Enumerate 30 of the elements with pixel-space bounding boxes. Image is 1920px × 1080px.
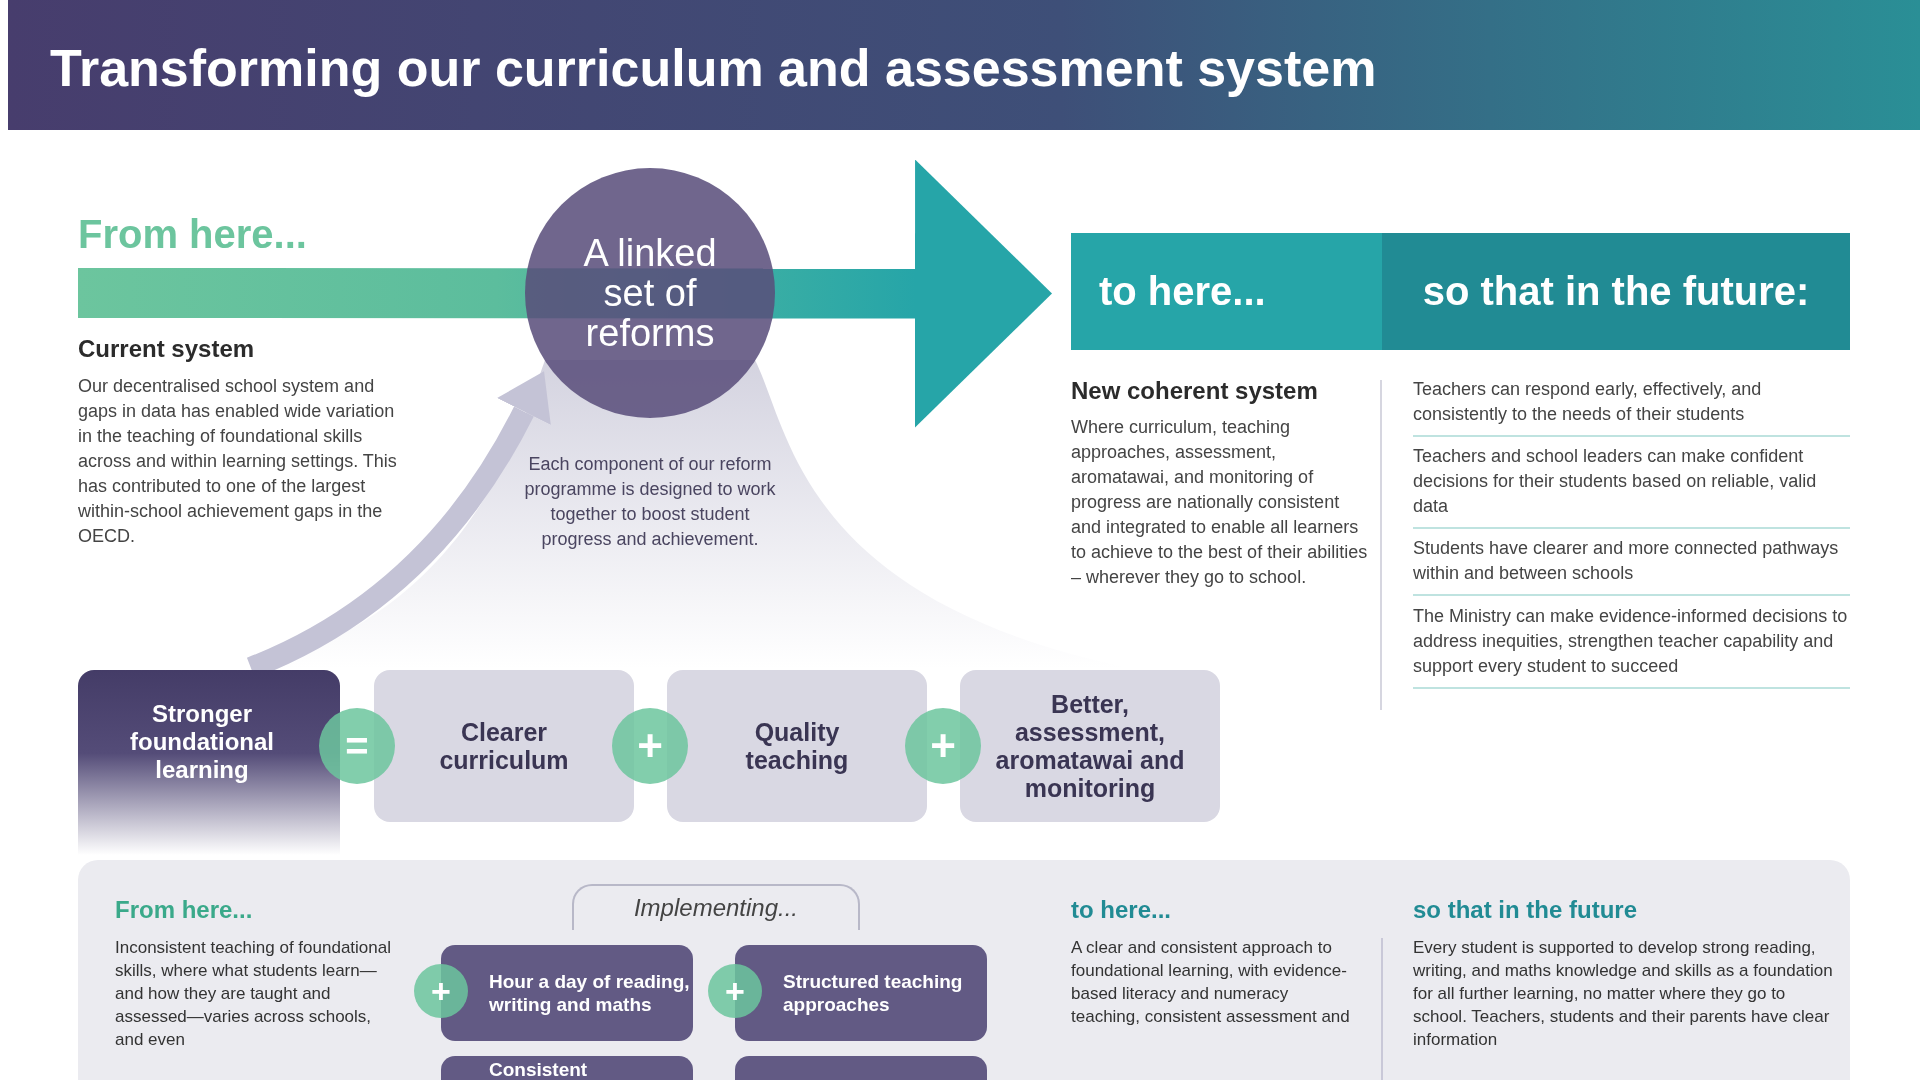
paragraph: Inconsistent teaching of foundational skills, where what students learn—and how they are taught and assessed—varies across schools, and even (115, 937, 392, 1051)
highlight-box: Stronger foundational learning (78, 670, 340, 855)
heading: Current system (78, 335, 255, 363)
tab-label: Implementing... (572, 884, 860, 930)
list-item: Teachers and school leaders can make confident decisions for their students based on reliable, valid data (1413, 440, 1850, 529)
list-item: The Ministry can make evidence-informed decisions to address inequities, strengthen teacher capability and support every student to succeed (1413, 600, 1850, 689)
heading: From here... (78, 212, 307, 257)
title: Transforming our curriculum and assessment system (50, 38, 1377, 98)
panel-background (78, 860, 1850, 1080)
header-box: to here... (1071, 233, 1382, 350)
heading: to here... (1071, 896, 1172, 924)
paragraph: Where curriculum, teaching approaches, assessment, aromatawai, and monitoring of progress are nationally consistent and integrated to enable all learners to achieve to the best of their abilities – wherever they go to school. (1071, 416, 1369, 589)
process-box: Quality teaching (667, 670, 927, 822)
process-box: Clearer curriculum (374, 670, 634, 822)
list-item: Teachers can respond early, effectively, and consistently to the needs of their students (1413, 373, 1850, 437)
paragraph: Every student is supported to develop strong reading, writing, and maths knowledge and skills as a foundation for all further learning, no matter where they go to school. Teachers, students and their parents have clear information (1413, 937, 1833, 1051)
plus-sign-circle: + (414, 964, 468, 1018)
circle: A linked set of reforms (525, 168, 775, 418)
card (735, 1056, 987, 1080)
paragraph: A clear and consistent approach to foundational learning, with evidence-based literacy and numeracy teaching, consistent assessment and (1071, 937, 1351, 1028)
process-box: Better, assessment, aromatawai and monitoring (960, 670, 1220, 822)
paragraph: Each component of our reform programme is designed to work together to boost student progress and achievement. (523, 453, 777, 551)
header-box: so that in the future: (1382, 233, 1850, 350)
plus-sign-circle: + (708, 964, 762, 1018)
list-item: Students have clearer and more connected pathways within and between schools (1413, 532, 1850, 596)
paragraph: Our decentralised school system and gaps in data has enabled wide variation in the teaching of foundational skills across and within learning settings. This has contributed to one of the largest within-school achievement gaps in the OECD. (78, 375, 398, 548)
heading: From here... (115, 896, 253, 924)
heading: New coherent system (1071, 377, 1318, 405)
heading: so that in the future (1413, 896, 1637, 924)
card: Consistent (441, 1056, 693, 1080)
